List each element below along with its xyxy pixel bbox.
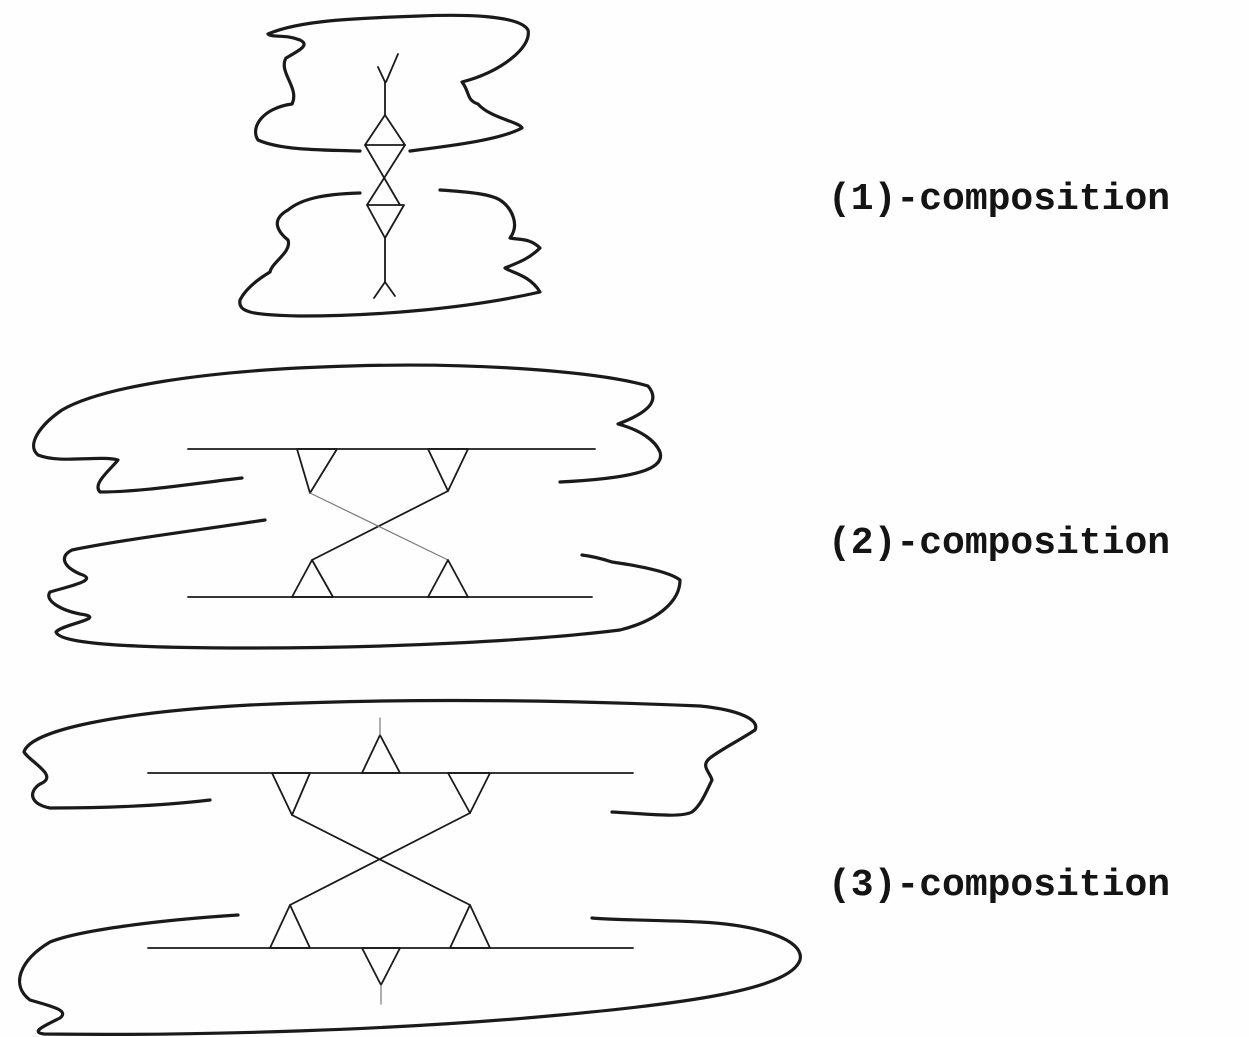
diagram-1-cross-b [366,144,406,206]
diagram-1-top-leg-left [377,66,386,83]
diagram-3-lower-left-triangle [269,904,311,949]
composition-label-1: (1)-composition [828,178,1171,221]
diagram-2-upper-left-triangle [296,448,338,494]
diagram-2-cross-b [309,492,449,561]
diagram-3-cross-a [291,814,471,906]
diagram-1-top-leg-right [385,53,399,83]
diagram-1-bottom-leg-right [384,281,396,297]
diagram-1-cross-a [364,144,401,206]
diagram-3-lower-right-triangle [449,904,491,949]
diagram-1-upper-triangle [364,114,406,146]
diagram-3-upper-center-triangle [361,734,401,774]
diagram-3-upper-right-triangle [447,772,491,814]
diagram-2-upper-blob [32,363,663,494]
diagram-3-composition [18,698,802,1036]
diagram-2-composition [32,363,682,650]
composition-label-3: (3)-composition [828,864,1171,907]
diagram-1-lower-blob [238,188,542,318]
diagram-1-lower-triangle [366,204,405,239]
composition-label-2: (2)-composition [828,522,1171,565]
diagram-3-lower-center-triangle [361,947,401,986]
diagram-3-lower-blob [18,913,802,1036]
diagram-3-upper-left-triangle [271,772,311,816]
diagram-2-lower-blob [47,518,682,650]
diagram-1-bottom-leg-left [373,281,386,299]
diagram-3-upper-blob [22,698,758,817]
diagram-2-upper-right-triangle [427,448,469,492]
diagram-1-composition [238,13,542,318]
diagram-2-cross-a [311,490,449,561]
diagram-1-upper-blob [254,13,530,153]
diagram-2-lower-left-triangle [291,559,334,598]
diagram-3-cross-b [289,812,471,906]
diagram-2-lower-right-triangle [427,559,469,598]
